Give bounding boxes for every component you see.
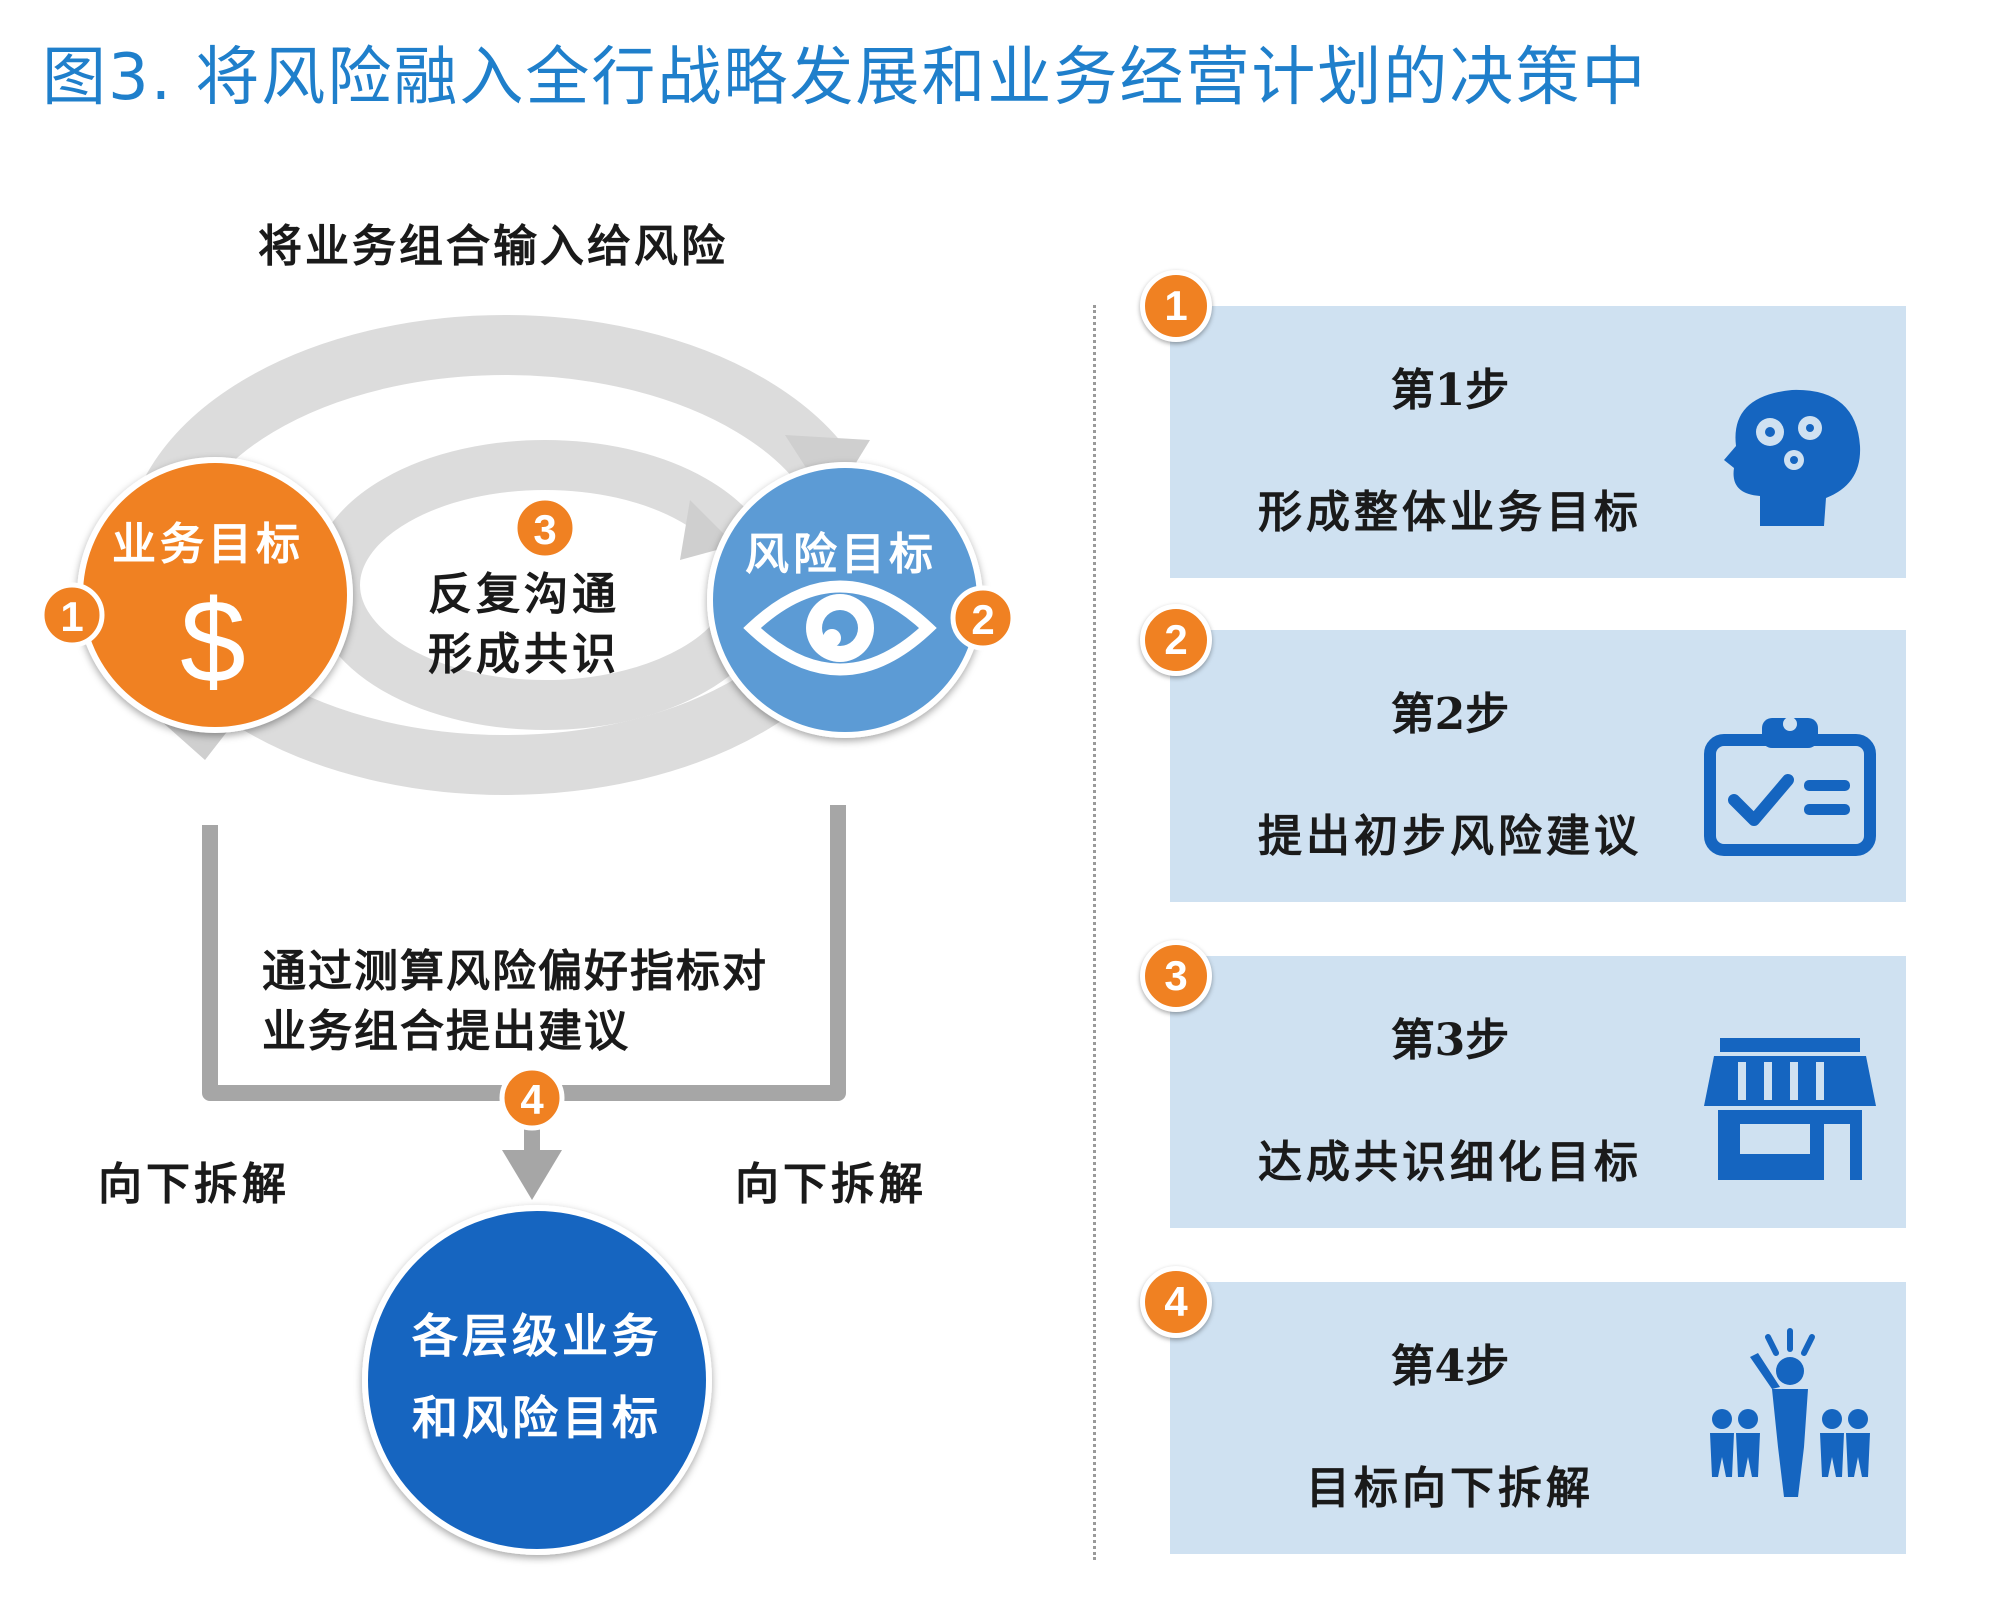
step-badge-4: 4 [1140, 1266, 1212, 1338]
step-card-2: 第2步 提出初步风险建议 [1170, 630, 1906, 902]
step-desc: 形成整体业务目标 [1258, 487, 1642, 538]
storefront-icon [1704, 1038, 1876, 1180]
result-label-line1: 各层级业务 [412, 1309, 662, 1363]
leader-group-icon [1710, 1328, 1870, 1497]
step-badge-1: 1 [1140, 270, 1212, 342]
badge-1: 1 [39, 582, 105, 648]
center-label-line2: 形成共识 [428, 629, 620, 680]
step-card-1: 第1步 形成整体业务目标 [1170, 306, 1906, 578]
left-decompose-label: 向下拆解 [98, 1159, 290, 1210]
step-title: 第1步 [1390, 365, 1510, 416]
step-desc: 提出初步风险建议 [1258, 811, 1642, 862]
step-title: 第3步 [1390, 1015, 1510, 1066]
bottom-label-line1: 通过测算风险偏好指标对 [262, 946, 768, 997]
step-desc: 达成共识细化目标 [1258, 1137, 1642, 1188]
eye-icon [743, 580, 937, 676]
right-decompose-label: 向下拆解 [735, 1159, 927, 1210]
business-goal-label: 业务目标 [112, 519, 304, 570]
svg-text:1: 1 [60, 593, 83, 640]
svg-text:3: 3 [533, 506, 556, 553]
risk-goal-label: 风险目标 [745, 529, 937, 580]
page-title: 图3. 将风险融入全行战略发展和业务经营计划的决策中 [42, 41, 1648, 115]
step-desc: 目标向下拆解 [1306, 1463, 1594, 1514]
dollar-icon: $ [180, 576, 246, 708]
clipboard-check-icon [1704, 717, 1876, 856]
step-badge-3: 3 [1140, 940, 1212, 1012]
result-circle [362, 1205, 712, 1555]
vertical-divider [1093, 305, 1096, 1560]
step-title: 第2步 [1390, 689, 1510, 740]
step-card-3: 第3步 达成共识细化目标 [1170, 956, 1906, 1228]
step-title: 第4步 [1390, 1341, 1510, 1392]
badge-2: 2 [950, 585, 1016, 651]
top-label: 将业务组合输入给风险 [258, 221, 728, 272]
svg-text:2: 2 [971, 596, 994, 643]
down-arrow [502, 1150, 562, 1200]
head-gears-icon [1724, 389, 1861, 526]
step-card-4: 第4步 目标向下拆解 [1170, 1282, 1906, 1554]
bottom-label-line2: 业务组合提出建议 [262, 1006, 630, 1057]
badge-4: 4 [499, 1065, 565, 1131]
center-label-line1: 反复沟通 [428, 569, 620, 620]
result-label-line2: 和风险目标 [412, 1391, 662, 1445]
step-badge-2: 2 [1140, 604, 1212, 676]
badge-3: 3 [512, 495, 578, 561]
svg-text:4: 4 [520, 1076, 544, 1123]
